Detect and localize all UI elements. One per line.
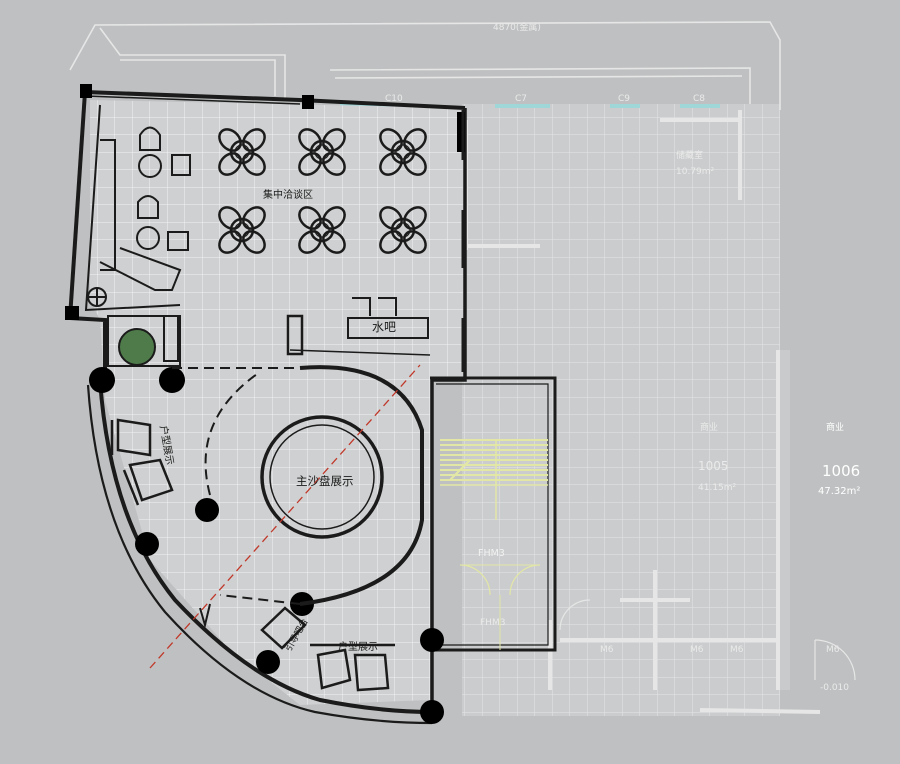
- plant-icon: [118, 315, 179, 366]
- svg-text:47.32m²: 47.32m²: [818, 486, 860, 497]
- interior-walls: [107, 110, 465, 372]
- level-mark: -0.010: [820, 683, 849, 693]
- water-bar: [347, 297, 429, 339]
- svg-text:商业: 商业: [826, 421, 844, 433]
- negotiation-tables: [218, 128, 427, 254]
- negotiation-table: [218, 128, 266, 176]
- sand-table-zone: [172, 365, 424, 606]
- negotiation-table: [298, 128, 346, 176]
- display-seating-left: [110, 418, 174, 506]
- lounge-furniture: [87, 126, 191, 307]
- negotiation-table: [298, 206, 346, 254]
- room-name: 商业: [700, 421, 718, 433]
- door-label: M6: [826, 645, 840, 655]
- display-seating-bottom: [260, 606, 395, 692]
- stair-door-label: FHM3: [478, 548, 505, 559]
- room-number: 1005: [698, 459, 729, 473]
- axis-line: [149, 364, 421, 669]
- exterior-walls: [68, 90, 557, 725]
- window-label: C10: [385, 94, 403, 104]
- stairwell: [440, 439, 548, 650]
- unit-display-bottom-label: 户型展示: [338, 640, 378, 653]
- door-label: M6: [690, 645, 704, 655]
- door-label: FHM3: [480, 618, 505, 628]
- svg-text:1006: 1006: [822, 462, 860, 480]
- negotiation-table: [218, 206, 266, 254]
- adjacent-labels: 4870(金属) C10 C7 C9 C8 储藏室 10.79m² 商业 100…: [385, 21, 849, 693]
- window-label: C9: [618, 94, 630, 104]
- negotiation-table: [379, 206, 427, 254]
- window-label: C7: [515, 94, 527, 104]
- adjacent-units: [69, 21, 856, 716]
- room-area: 41.15m²: [698, 483, 737, 493]
- window-label: C8: [693, 94, 705, 104]
- negotiation-area-label: 集中洽谈区: [263, 188, 313, 201]
- room-name: 储藏室: [676, 149, 703, 161]
- facade-dimension: 4870(金属): [493, 21, 541, 33]
- sand-table-label: 主沙盘展示: [296, 474, 354, 488]
- room-area: 10.79m²: [676, 167, 715, 177]
- door-label: M6: [600, 645, 614, 655]
- water-bar-label: 水吧: [372, 320, 396, 334]
- negotiation-table: [379, 128, 427, 176]
- unit-1006-label: 商业 1006 47.32m²: [818, 421, 860, 497]
- door-label: M6: [730, 645, 744, 655]
